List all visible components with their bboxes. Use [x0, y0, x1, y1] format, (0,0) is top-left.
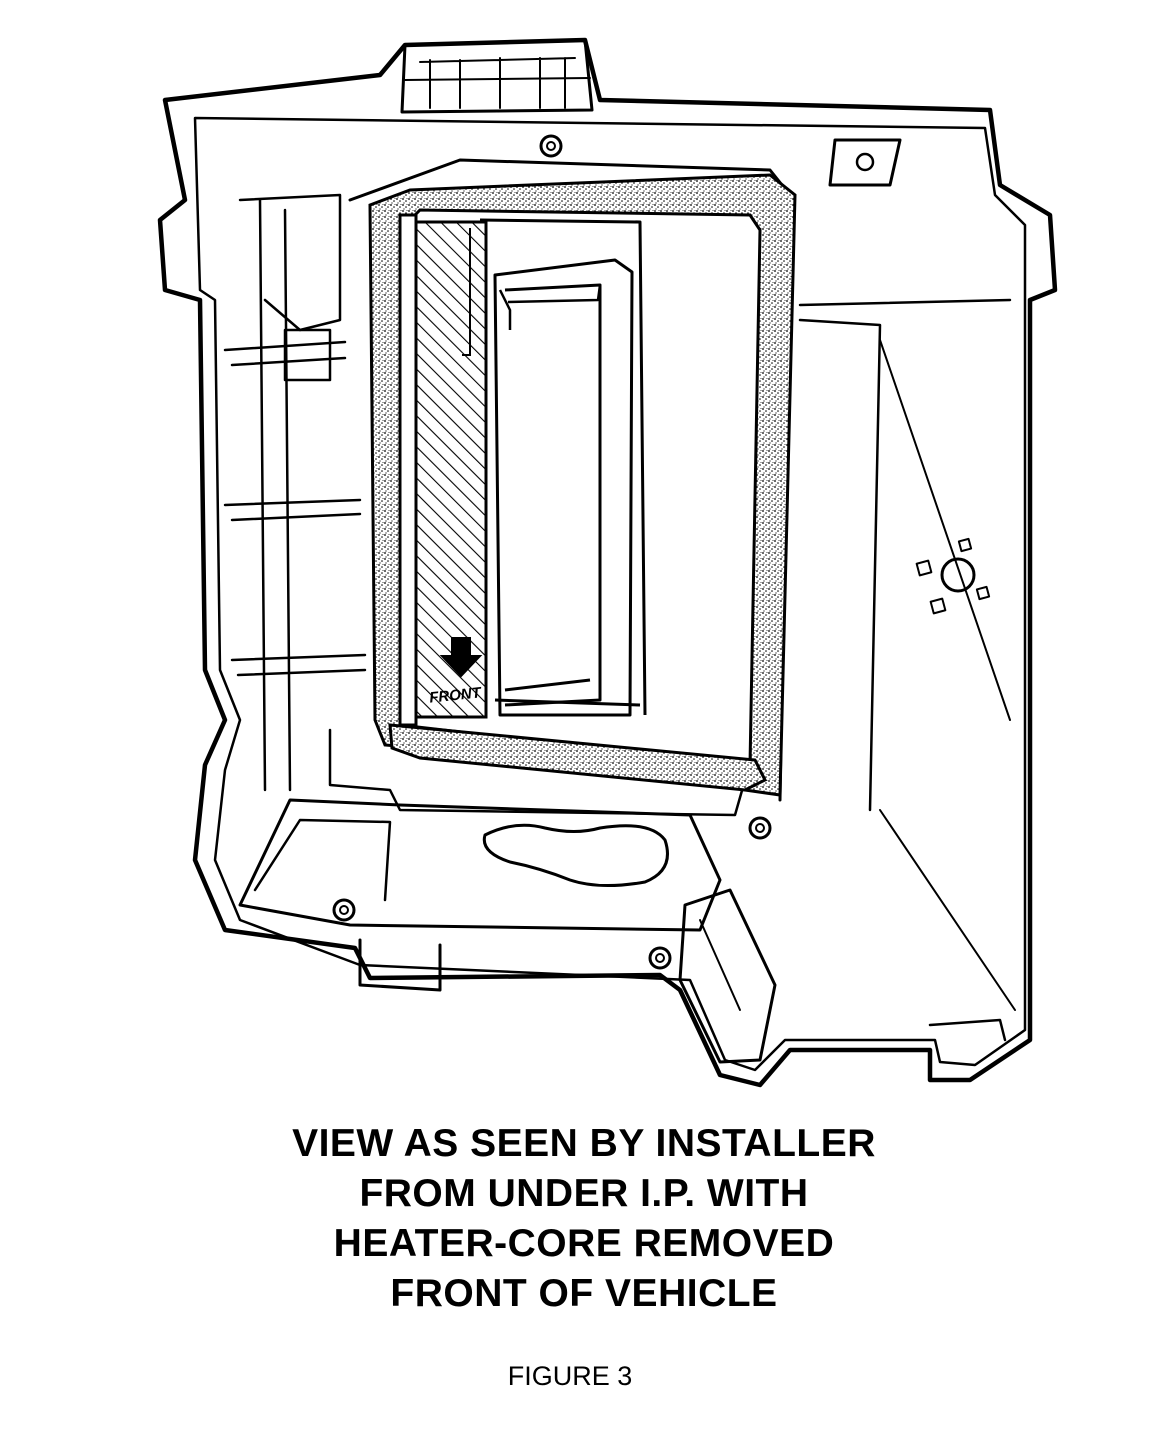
hvac-housing-illustration: FRONT: [157, 37, 1058, 1088]
screw-bottom-right: [648, 946, 672, 970]
filter-hatch-panel: [414, 220, 488, 719]
caption-line-4: FRONT OF VEHICLE: [390, 1272, 778, 1315]
caption-line-2: FROM UNDER I.P. WITH: [359, 1172, 809, 1215]
figure-label: FIGURE 3: [507, 1361, 633, 1391]
screw-right: [748, 816, 772, 840]
inner-cavity: [493, 258, 634, 717]
front-direction-indicator: FRONT: [428, 637, 483, 707]
front-label: FRONT: [428, 684, 483, 706]
drain-opening: [482, 823, 669, 888]
caption-line-1: VIEW AS SEEN BY INSTALLER: [292, 1122, 876, 1165]
screw-bottom-left: [332, 898, 356, 922]
caption-line-3: HEATER-CORE REMOVED: [333, 1222, 835, 1265]
screw-top: [539, 134, 563, 158]
housing-inner-rim: [193, 116, 1027, 1072]
down-arrow-icon: [439, 637, 483, 678]
housing-outline: [157, 37, 1058, 1088]
top-connector: [400, 38, 594, 114]
bottom-tray: [238, 798, 722, 932]
